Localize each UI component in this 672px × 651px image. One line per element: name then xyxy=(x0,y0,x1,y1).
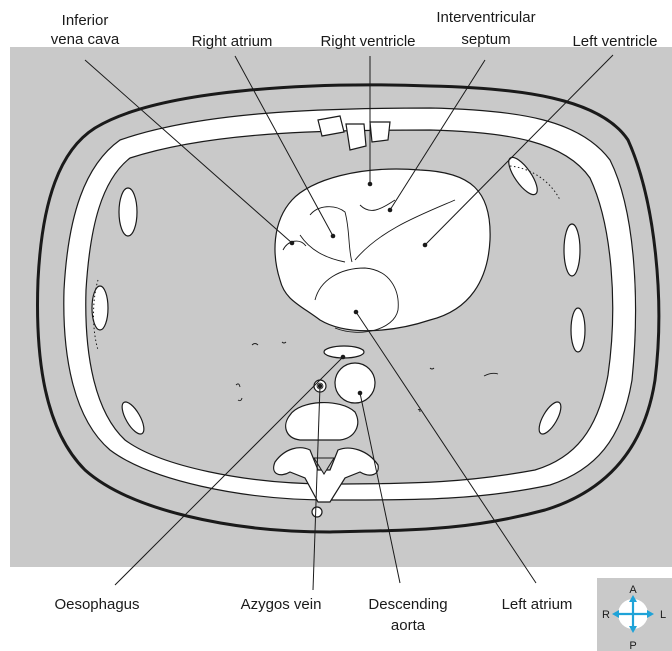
label-right-atrium: Right atrium xyxy=(192,33,273,50)
compass-posterior: P xyxy=(629,640,636,651)
label-descending-aorta-line1: Descending xyxy=(368,596,447,613)
rib-right-2 xyxy=(92,286,108,330)
sternum-center xyxy=(346,124,366,150)
sternum-left xyxy=(318,116,344,136)
label-ivc-line1: Inferior xyxy=(62,12,109,29)
orientation-compass: A P R L xyxy=(597,578,672,651)
rib-left-3 xyxy=(571,308,585,352)
heart xyxy=(275,169,490,331)
compass-anterior: A xyxy=(629,584,637,596)
dot-right-ventricle xyxy=(368,182,373,187)
label-left-atrium: Left atrium xyxy=(502,596,573,613)
label-descending-aorta-line2: aorta xyxy=(391,617,426,634)
dot-azygos xyxy=(318,384,323,389)
label-right-ventricle: Right ventricle xyxy=(320,33,415,50)
compass-left: L xyxy=(660,609,666,621)
descending-aorta-shape xyxy=(335,363,375,403)
label-ivc-line2: vena cava xyxy=(51,31,120,48)
dot-septum xyxy=(388,208,393,213)
dot-left-atrium xyxy=(354,310,359,315)
label-azygos-vein: Azygos vein xyxy=(241,596,322,613)
dot-ivc xyxy=(290,241,295,246)
label-septum-line1: Interventricular xyxy=(436,9,535,26)
rib-left-2 xyxy=(564,224,580,276)
dot-oesophagus xyxy=(341,355,346,360)
spinous-process xyxy=(312,507,322,517)
sternum-right xyxy=(370,122,390,142)
rib-right-1 xyxy=(119,188,137,236)
dot-right-atrium xyxy=(331,234,336,239)
label-septum-line2: septum xyxy=(461,31,510,48)
label-left-ventricle: Left ventricle xyxy=(572,33,657,50)
compass-right: R xyxy=(602,609,610,621)
label-oesophagus: Oesophagus xyxy=(54,596,139,613)
dot-left-ventricle xyxy=(423,243,428,248)
dot-aorta xyxy=(358,391,363,396)
